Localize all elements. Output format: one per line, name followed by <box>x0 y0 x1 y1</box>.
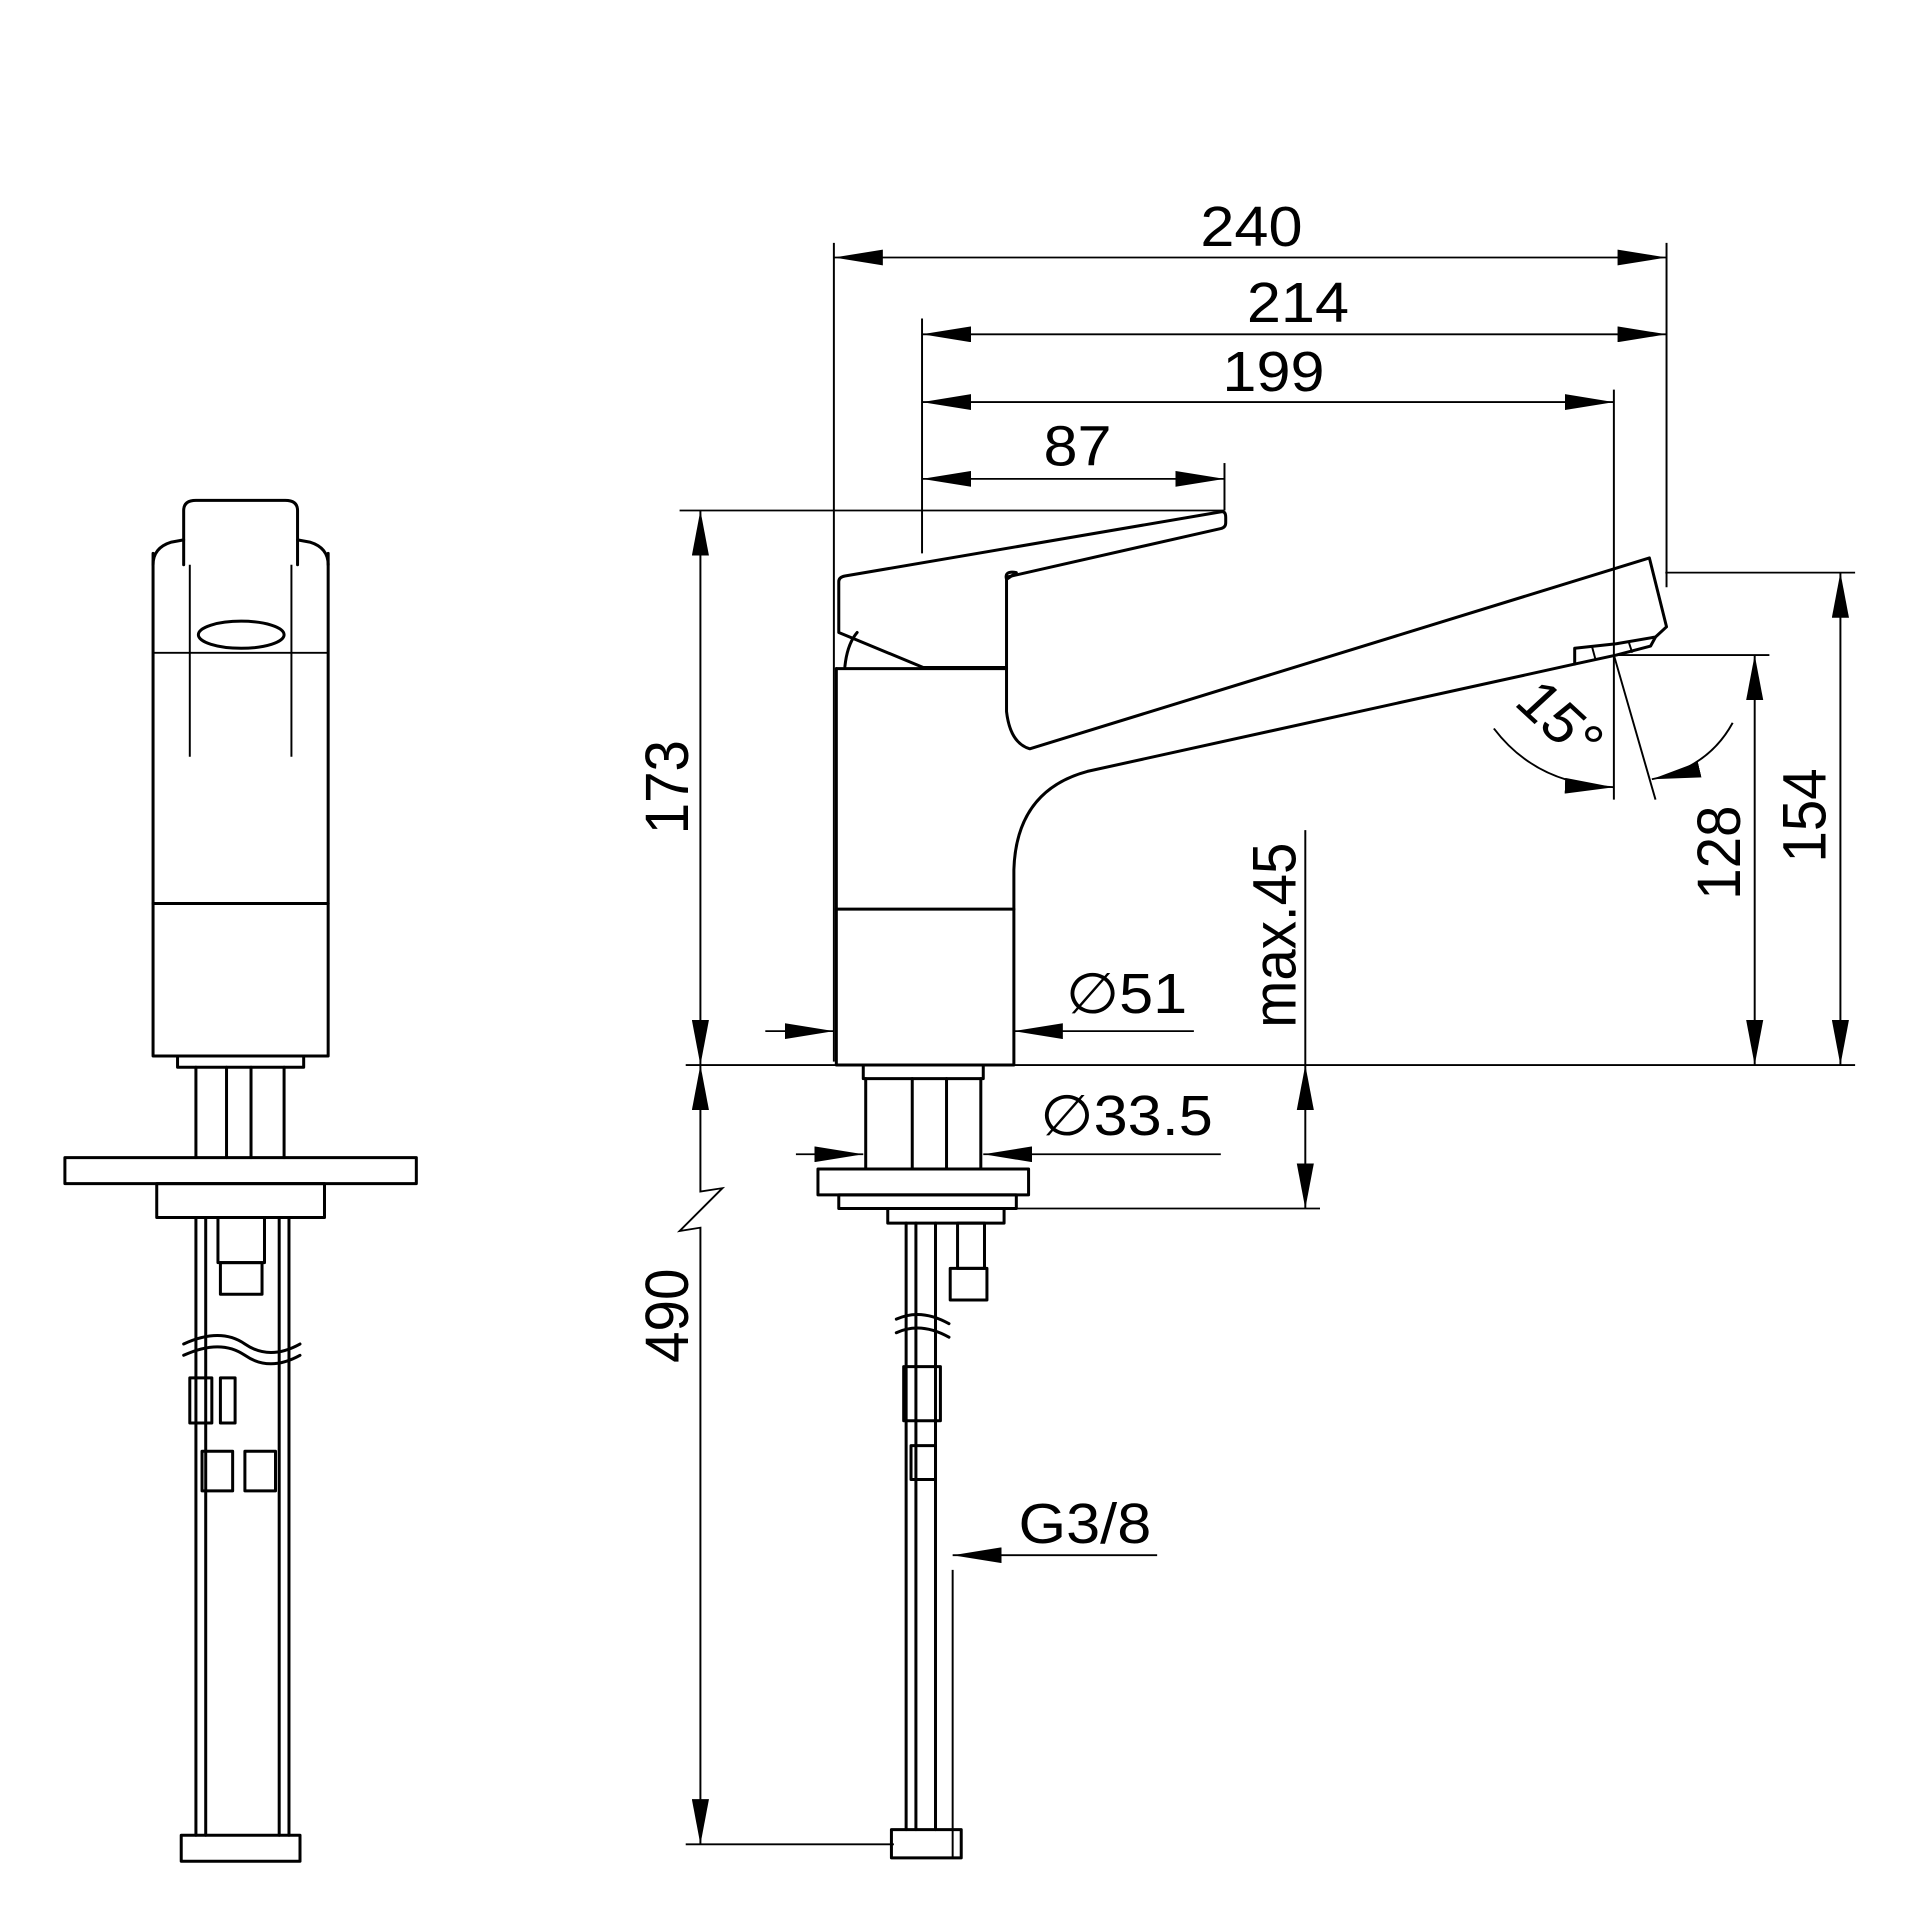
dim-240-label: 240 <box>1200 196 1302 258</box>
front-view <box>65 500 416 1861</box>
dim-490-label: 490 <box>634 1269 702 1363</box>
angle-15-label: 15° <box>1503 669 1616 773</box>
dim-87-label: 87 <box>1044 415 1112 477</box>
side-view <box>818 512 1667 1858</box>
thread-g3-8-label: G3/8 <box>1019 1493 1152 1555</box>
dimension-lines <box>676 242 1856 1858</box>
dim-173-label: 173 <box>634 740 702 834</box>
dim-214-label: 214 <box>1247 272 1349 334</box>
dim-diameter-51-label: ∅51 <box>1066 963 1187 1025</box>
dim-199-label: 199 <box>1222 341 1324 403</box>
dim-128-label: 128 <box>1686 806 1754 900</box>
dim-diameter-33-5-label: ∅33.5 <box>1040 1085 1212 1147</box>
dim-max45-label: max.45 <box>1241 843 1309 1028</box>
dim-154-label: 154 <box>1772 768 1840 862</box>
